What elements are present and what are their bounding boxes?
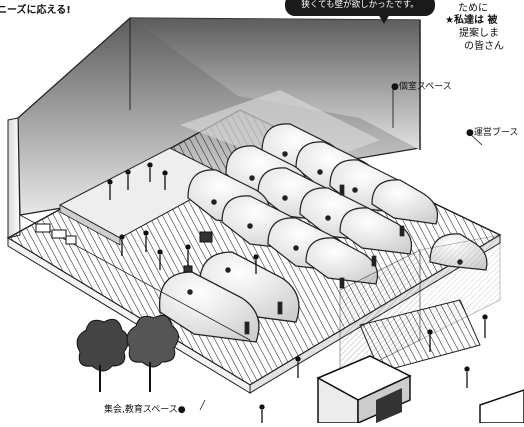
speech-bubble-tail: [378, 14, 390, 24]
label-operation-booth: ●運営ブース: [466, 128, 519, 138]
trees: [76, 314, 179, 392]
label-assembly-space: 集会,教育スペース●: [104, 405, 186, 415]
speech-bubble-text: 狭くても壁が欲しかったです。: [301, 0, 419, 10]
headline-text: ニーズに応える!: [0, 5, 71, 16]
right-text-line-4: の皆さん: [464, 41, 504, 52]
truck: [316, 355, 524, 425]
label-markers: [199, 86, 483, 411]
right-text-line-2: ★私達は 被: [445, 15, 498, 26]
people-figures: [107, 162, 488, 423]
entrance-ramp: [359, 299, 481, 373]
right-text-line-1: ために: [458, 3, 488, 14]
label-private-space: ●個室スペース: [391, 82, 452, 92]
right-text-line-3: 提案しま: [459, 28, 499, 39]
dome-tents: [158, 123, 488, 343]
furniture: [35, 223, 213, 273]
speech-bubble: 狭くても壁が欲しかったです。: [285, 0, 435, 16]
